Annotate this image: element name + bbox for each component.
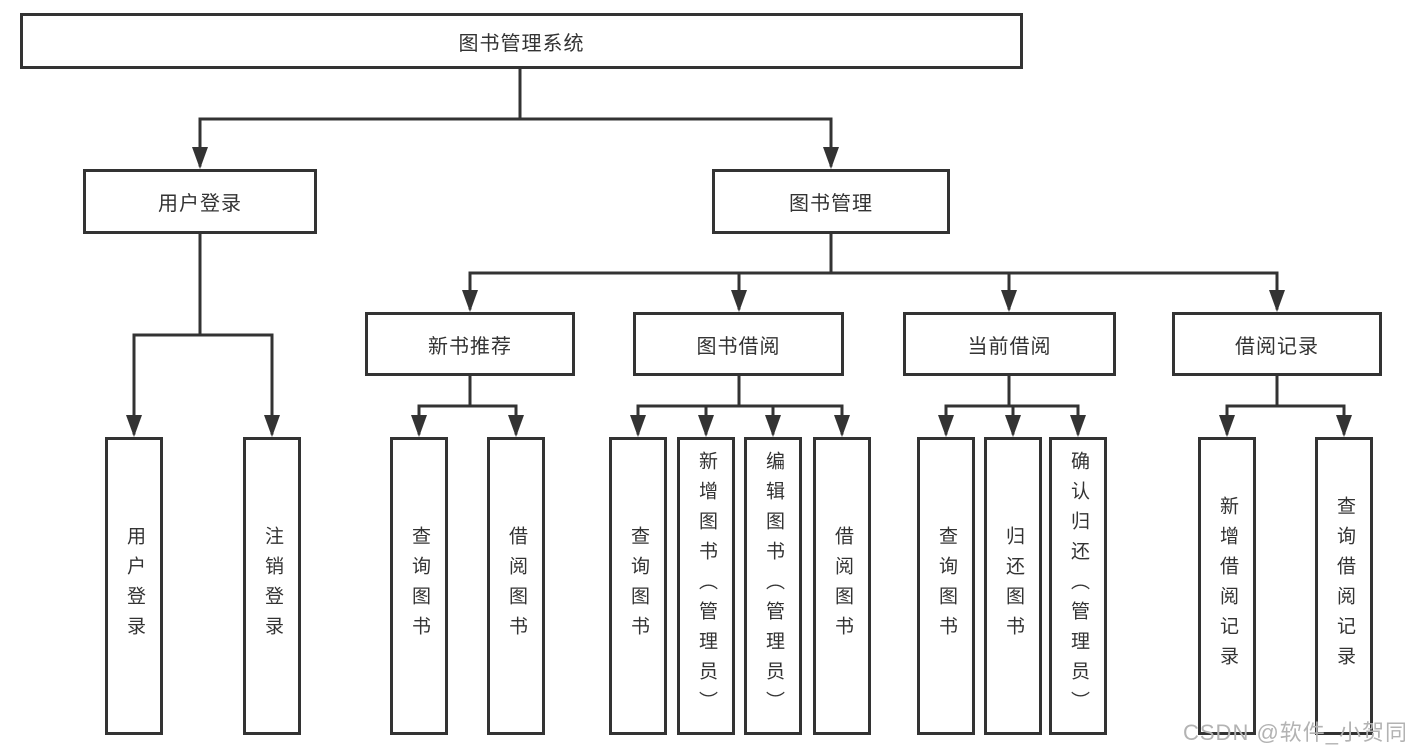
node-current-borrowing: 当前借阅 — [903, 312, 1116, 376]
node-new-book-recommend-label: 新书推荐 — [428, 335, 512, 358]
leaf-confirm-return-admin-label: 确认归还（管理员） — [1067, 451, 1089, 721]
node-root: 图书管理系统 — [20, 13, 1023, 69]
node-book-management: 图书管理 — [712, 169, 950, 234]
connector-book-borrowing — [636, 374, 844, 435]
leaf-borrow-book: 借阅图书 — [487, 437, 545, 735]
connector-user-login — [132, 232, 274, 435]
watermark: CSDN @软件_小贺同学 — [1183, 720, 1405, 745]
arrowheads — [126, 147, 1352, 437]
leaf-query-borrow-record: 查询借阅记录 — [1315, 437, 1373, 735]
leaf-logout: 注销登录 — [243, 437, 301, 735]
leaf-borrow-book-label: 借阅图书 — [831, 526, 853, 646]
leaf-add-borrow-record: 新增借阅记录 — [1198, 437, 1256, 735]
node-borrowing-records: 借阅记录 — [1172, 312, 1382, 376]
node-current-borrowing-label: 当前借阅 — [967, 335, 1052, 358]
leaf-logout-label: 注销登录 — [261, 526, 283, 646]
leaf-user-login-label: 用户登录 — [123, 526, 145, 646]
leaf-edit-book-admin-label: 编辑图书（管理员） — [762, 451, 784, 721]
leaf-query-book-label: 查询图书 — [627, 526, 649, 646]
leaf-borrow-book: 借阅图书 — [813, 437, 871, 735]
node-borrowing-records-label: 借阅记录 — [1235, 335, 1319, 358]
leaf-borrow-book-label: 借阅图书 — [505, 526, 527, 646]
connector-root — [198, 67, 833, 167]
leaf-query-book: 查询图书 — [917, 437, 975, 735]
node-book-borrowing-label: 图书借阅 — [696, 335, 781, 358]
leaf-query-book: 查询图书 — [390, 437, 448, 735]
node-book-management-label: 图书管理 — [789, 193, 873, 215]
node-root-label: 图书管理系统 — [458, 32, 585, 55]
leaf-confirm-return-admin: 确认归还（管理员） — [1049, 437, 1107, 735]
leaf-add-borrow-record-label: 新增借阅记录 — [1216, 496, 1238, 676]
leaf-add-book-admin: 新增图书（管理员） — [677, 437, 735, 735]
leaf-query-borrow-record-label: 查询借阅记录 — [1333, 496, 1355, 676]
node-user-login: 用户登录 — [83, 169, 317, 234]
leaf-query-book-label: 查询图书 — [935, 526, 957, 646]
leaf-query-book-label: 查询图书 — [408, 526, 430, 646]
connector-borrowing-records — [1225, 374, 1346, 435]
leaf-return-book-label: 归还图书 — [1002, 526, 1024, 646]
leaf-edit-book-admin: 编辑图书（管理员） — [744, 437, 802, 735]
leaf-return-book: 归还图书 — [984, 437, 1042, 735]
leaf-add-book-admin-label: 新增图书（管理员） — [695, 451, 717, 721]
connector-new-book — [417, 374, 518, 435]
node-new-book-recommend: 新书推荐 — [365, 312, 575, 376]
leaf-query-book: 查询图书 — [609, 437, 667, 735]
node-user-login-label: 用户登录 — [158, 193, 242, 215]
leaf-user-login: 用户登录 — [105, 437, 163, 735]
node-book-borrowing: 图书借阅 — [633, 312, 844, 376]
connector-book-management — [468, 232, 1279, 310]
